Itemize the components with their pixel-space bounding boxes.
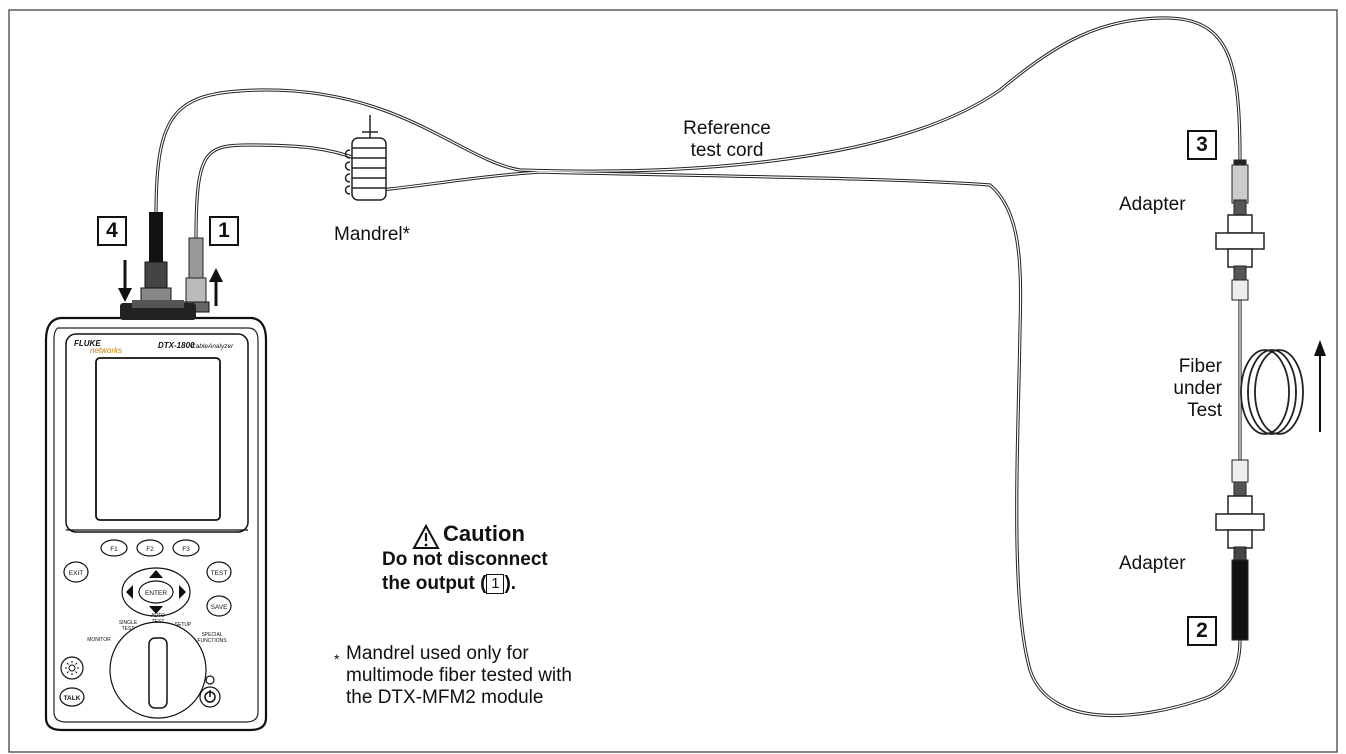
f1-key — [100, 539, 128, 557]
f3-key-label: F3 — [182, 546, 190, 553]
f2-key — [136, 539, 164, 557]
dial-single-test-label: SINGLE — [119, 620, 138, 626]
fiber-coil — [1240, 349, 1304, 435]
dtx-1800-tester: FLUKE networks DTX-1800 CableAnalyzer — [44, 300, 268, 732]
dial-auto-test-label: AUTO — [151, 613, 165, 619]
cable-highlights — [155, 17, 1241, 716]
adapter-bottom-label: Adapter — [1119, 553, 1186, 574]
caution-line2: the output (1). — [382, 573, 517, 594]
exit-key-label: EXIT — [69, 570, 83, 577]
warning-triangle-icon — [412, 523, 440, 549]
caution-title: Caution — [443, 521, 525, 546]
footnote-marker: * — [334, 651, 340, 667]
model-label: DTX-1800 — [158, 341, 195, 350]
dial-knob — [148, 637, 168, 709]
save-key-label: SAVE — [211, 604, 229, 611]
enter-key — [138, 580, 174, 604]
callout-4: 4 — [97, 216, 127, 246]
direction-arrow-up — [1314, 340, 1326, 432]
enter-key-label: ENTER — [145, 590, 167, 597]
cable-reference-to-bottom — [378, 170, 1242, 717]
callout-3: 3 — [1187, 130, 1217, 160]
svg-text:TEST: TEST — [152, 619, 165, 625]
adapter-bottom — [1215, 495, 1265, 549]
reference-label-line1: Reference — [683, 118, 771, 139]
arrow-up-port1 — [209, 268, 223, 306]
power-led — [205, 675, 215, 685]
caution-line1: Do not disconnect — [382, 549, 548, 570]
talk-key-label: TALK — [64, 695, 81, 702]
fiber-under-test-label: Fiber under Test — [1173, 356, 1222, 421]
dial-monitor-label: MONITOR — [87, 637, 111, 643]
svg-text:TEST: TEST — [122, 626, 135, 632]
arrow-down-port4 — [118, 260, 132, 302]
backlight-icon — [65, 661, 79, 675]
callout-2: 2 — [1187, 616, 1217, 646]
figure-border — [8, 9, 1338, 753]
f1-key-label: F1 — [110, 546, 118, 553]
exit-key — [63, 561, 89, 583]
cable-port4 — [154, 16, 1242, 217]
adapter-top — [1215, 214, 1265, 268]
arrow-pad-glyphs — [126, 570, 186, 614]
mandrel — [344, 115, 387, 201]
connector-top-cord — [1231, 159, 1249, 217]
reference-test-cord-label: Reference test cord — [667, 118, 787, 162]
connector-port4 — [140, 212, 172, 303]
callout-1: 1 — [209, 216, 239, 246]
reference-label-line2: test cord — [690, 140, 764, 161]
caution-output-callout: 1 — [486, 574, 505, 594]
connector-port1 — [182, 237, 210, 313]
model-suffix-label: CableAnalyzer — [191, 343, 234, 350]
connector-bottom-cord — [1231, 546, 1249, 641]
talk-key — [59, 687, 85, 707]
connector-top-fut — [1231, 265, 1249, 301]
brand-label: FLUKE — [74, 339, 101, 348]
backlight-key — [60, 656, 84, 680]
dial-setup-label: SETUP — [175, 622, 192, 628]
mandrel-label: Mandrel* — [334, 224, 411, 245]
svg-text:FUNCTIONS: FUNCTIONS — [197, 638, 227, 644]
f2-key-label: F2 — [146, 546, 154, 553]
test-key — [206, 561, 232, 583]
brand-sub-label: networks — [90, 346, 122, 355]
footnote-text: Mandrel used only for multimode fiber te… — [346, 643, 572, 708]
f3-key — [172, 539, 200, 557]
connector-bottom-fut — [1231, 459, 1249, 497]
dial-special-functions-label: SPECIAL — [201, 632, 222, 638]
save-key — [206, 595, 232, 617]
test-key-label: TEST — [211, 570, 228, 577]
adapter-top-label: Adapter — [1119, 194, 1186, 215]
